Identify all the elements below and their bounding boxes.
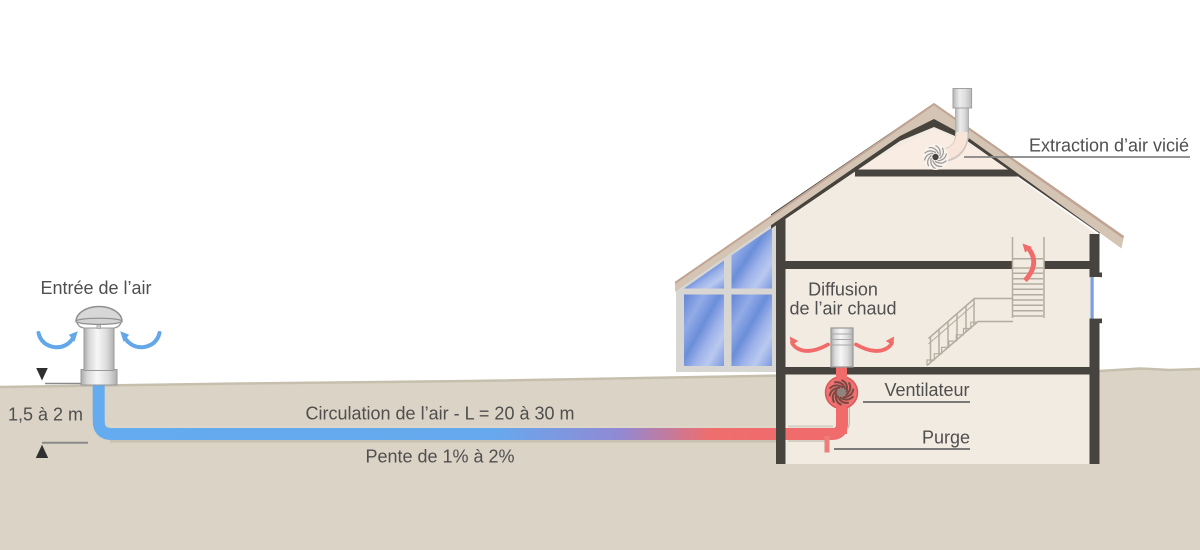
svg-text:Purge: Purge [922,428,970,448]
svg-text:Extraction d’air vicié: Extraction d’air vicié [1029,136,1189,156]
svg-text:Circulation de l’air - L = 20: Circulation de l’air - L = 20 à 30 m [306,404,575,424]
svg-text:1,5 à 2 m: 1,5 à 2 m [8,405,83,425]
svg-text:Entrée de l’air: Entrée de l’air [40,278,151,298]
svg-text:Pente de 1% à 2%: Pente de 1% à 2% [365,447,514,467]
svg-text:Ventilateur: Ventilateur [884,380,969,400]
svg-text:de l’air chaud: de l’air chaud [789,299,896,319]
svg-text:Diffusion: Diffusion [808,280,878,300]
